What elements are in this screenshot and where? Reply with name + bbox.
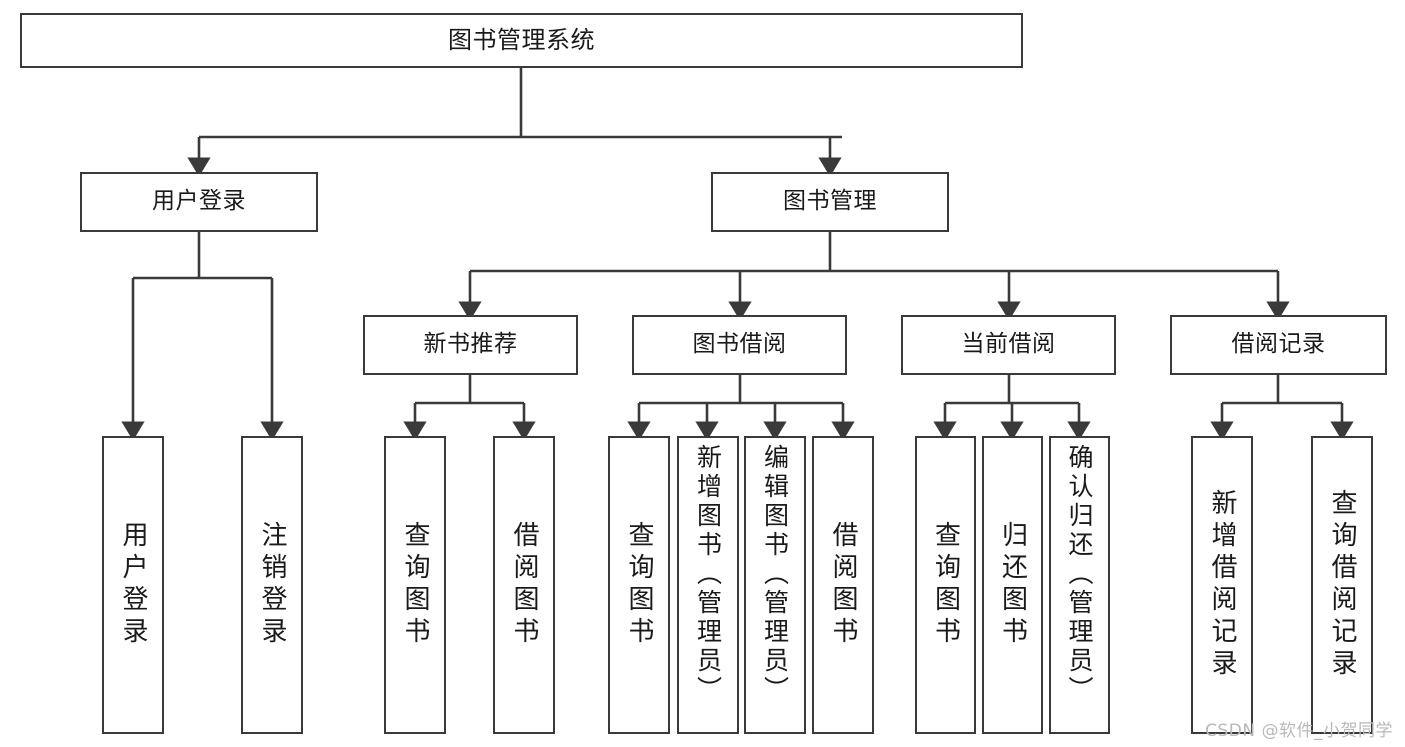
node-leaf-user-login-label: 用户登录	[118, 521, 148, 649]
node-leaf-borrow-book-2[interactable]: 借阅图书	[812, 436, 874, 734]
node-leaf-return-book-label: 归还图书	[997, 521, 1028, 649]
node-borrow-record[interactable]: 借阅记录	[1170, 315, 1387, 375]
node-leaf-query-book-2[interactable]: 查询图书	[608, 436, 670, 734]
node-leaf-return-book[interactable]: 归还图书	[982, 436, 1043, 734]
node-borrow-record-label: 借阅记录	[1231, 331, 1326, 358]
node-leaf-query-book-3-label: 查询图书	[930, 521, 961, 649]
node-root-label: 图书管理系统	[448, 26, 595, 55]
node-leaf-user-login[interactable]: 用户登录	[102, 436, 164, 734]
node-new-book-recommend[interactable]: 新书推荐	[363, 315, 578, 375]
node-leaf-logout[interactable]: 注销登录	[241, 436, 303, 734]
node-leaf-add-record-label: 新增借阅记录	[1207, 489, 1237, 681]
node-leaf-add-book[interactable]: 新增图书（管理员）	[677, 436, 739, 734]
node-book-manage[interactable]: 图书管理	[711, 172, 949, 232]
node-leaf-query-book-2-label: 查询图书	[624, 521, 654, 649]
node-book-borrow-label: 图书借阅	[692, 331, 787, 358]
node-leaf-borrow-book-1-label: 借阅图书	[509, 521, 539, 649]
node-new-book-recommend-label: 新书推荐	[423, 331, 518, 358]
node-current-borrow-label: 当前借阅	[961, 331, 1056, 358]
node-user-login-label: 用户登录	[152, 188, 246, 215]
node-leaf-logout-label: 注销登录	[257, 521, 287, 649]
node-leaf-query-record-label: 查询借阅记录	[1327, 489, 1357, 681]
node-leaf-add-record[interactable]: 新增借阅记录	[1191, 436, 1253, 734]
node-leaf-edit-book[interactable]: 编辑图书（管理员）	[744, 436, 806, 734]
node-leaf-query-book-1[interactable]: 查询图书	[384, 436, 446, 734]
node-leaf-confirm-return-label: 确认归还（管理员）	[1065, 444, 1094, 705]
node-leaf-query-record[interactable]: 查询借阅记录	[1311, 436, 1373, 734]
node-current-borrow[interactable]: 当前借阅	[901, 315, 1116, 375]
node-root[interactable]: 图书管理系统	[20, 13, 1023, 68]
node-leaf-borrow-book-2-label: 借阅图书	[828, 521, 858, 649]
node-book-borrow[interactable]: 图书借阅	[632, 315, 847, 375]
node-user-login[interactable]: 用户登录	[80, 172, 318, 232]
node-leaf-borrow-book-1[interactable]: 借阅图书	[493, 436, 555, 734]
node-leaf-edit-book-label: 编辑图书（管理员）	[760, 444, 790, 705]
node-leaf-add-book-label: 新增图书（管理员）	[693, 444, 723, 705]
node-leaf-query-book-1-label: 查询图书	[400, 521, 430, 649]
node-leaf-confirm-return[interactable]: 确认归还（管理员）	[1049, 436, 1110, 734]
node-leaf-query-book-3[interactable]: 查询图书	[915, 436, 976, 734]
csdn-watermark: CSDN @软件_小贺同学	[1205, 721, 1393, 741]
node-book-manage-label: 图书管理	[783, 188, 877, 215]
